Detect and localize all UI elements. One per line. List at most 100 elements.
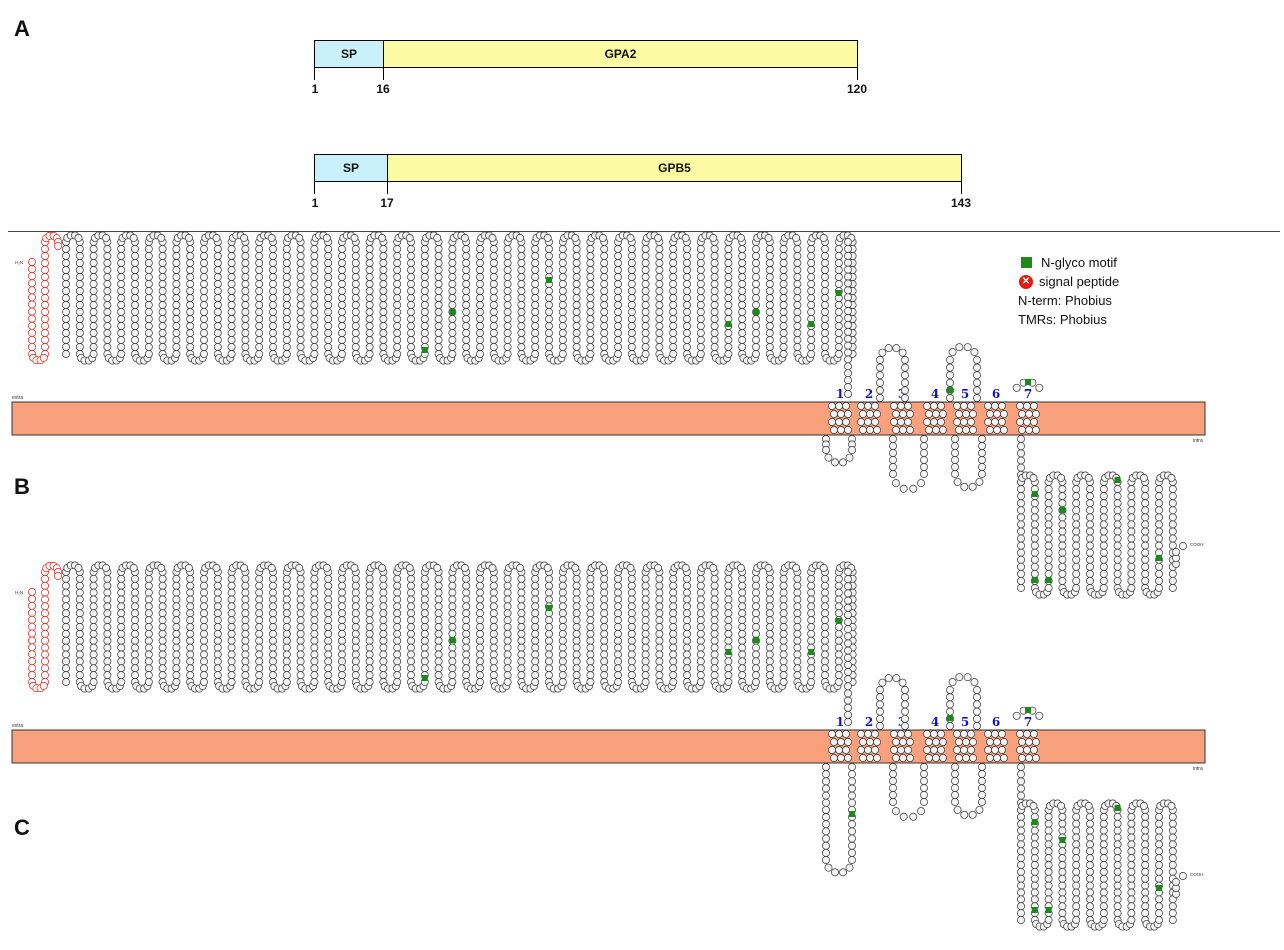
residue-bead bbox=[41, 329, 49, 337]
residue-bead bbox=[158, 336, 167, 344]
residue-bead bbox=[338, 609, 346, 618]
residue-bead bbox=[1155, 527, 1163, 536]
residue-bead bbox=[822, 848, 830, 857]
residue-bead bbox=[338, 343, 346, 351]
residue-bead bbox=[448, 329, 457, 337]
residue-bead bbox=[89, 245, 98, 253]
residue-bead bbox=[835, 746, 843, 754]
residue-bead bbox=[1086, 826, 1094, 835]
residue-bead bbox=[324, 343, 333, 351]
residue-bead bbox=[946, 363, 954, 372]
residue-bead bbox=[144, 266, 153, 274]
residue-bead bbox=[476, 609, 484, 618]
residue-bead bbox=[324, 643, 333, 652]
residue-bead bbox=[696, 266, 705, 274]
residue-bead bbox=[821, 252, 829, 260]
residue-bead bbox=[1168, 506, 1177, 515]
red-cross-circle-icon: ✕ bbox=[1019, 274, 1033, 289]
residue-bead bbox=[393, 629, 402, 638]
residue-bead bbox=[1072, 861, 1081, 869]
residue-bead bbox=[844, 272, 852, 281]
residue-bead bbox=[378, 233, 387, 242]
residue-bead bbox=[572, 273, 581, 281]
residue-bead bbox=[765, 636, 774, 645]
residue-bead bbox=[696, 329, 705, 337]
residue-bead bbox=[1018, 754, 1026, 762]
residue-bead bbox=[227, 287, 236, 295]
residue-bead bbox=[62, 623, 70, 631]
residue-bead bbox=[765, 252, 774, 260]
residue-bead bbox=[227, 294, 236, 302]
residue-bead bbox=[1172, 548, 1180, 556]
residue-bead bbox=[407, 623, 415, 631]
residue-bead bbox=[296, 657, 305, 666]
residue-bead bbox=[738, 315, 747, 323]
residue-bead bbox=[710, 273, 719, 281]
residue-bead bbox=[62, 602, 70, 611]
residue-bead bbox=[939, 410, 947, 418]
residue-bead bbox=[448, 574, 457, 583]
residue-bead bbox=[158, 301, 167, 309]
residue-bead bbox=[365, 678, 374, 686]
residue-bead bbox=[923, 730, 931, 738]
residue-bead bbox=[779, 301, 788, 309]
residue-bead bbox=[131, 336, 139, 344]
residue-bead bbox=[973, 693, 981, 702]
residue-bead bbox=[269, 301, 277, 309]
nglyco-site-marker bbox=[725, 321, 732, 327]
residue-bead bbox=[200, 574, 208, 583]
residue-bead bbox=[1086, 812, 1094, 821]
residue-bead bbox=[41, 595, 49, 604]
residue-bead bbox=[255, 629, 264, 638]
residue-bead bbox=[365, 252, 374, 260]
residue-bead bbox=[1017, 534, 1025, 543]
residue-bead bbox=[462, 308, 471, 316]
residue-bead bbox=[144, 602, 153, 611]
residue-bead bbox=[779, 294, 788, 302]
residue-bead bbox=[586, 252, 595, 260]
residue-bead bbox=[1155, 520, 1163, 529]
residue-bead bbox=[531, 629, 540, 638]
residue-bead bbox=[953, 418, 961, 426]
residue-bead bbox=[830, 426, 838, 434]
residue-bead bbox=[89, 322, 98, 330]
residue-bead bbox=[614, 315, 622, 323]
residue-bead bbox=[920, 784, 928, 792]
residue-bead bbox=[172, 588, 181, 597]
residue-bead bbox=[738, 657, 747, 666]
residue-bead bbox=[296, 595, 305, 604]
residue-bead bbox=[476, 616, 484, 625]
residue-bead bbox=[876, 356, 884, 364]
residue-bead bbox=[310, 609, 319, 618]
residue-bead bbox=[873, 738, 881, 746]
residue-bead bbox=[241, 623, 250, 631]
residue-bead bbox=[857, 730, 865, 738]
residue-bead bbox=[842, 402, 850, 410]
residue-bead bbox=[200, 609, 208, 618]
residue-bead bbox=[144, 329, 153, 337]
residue-bead bbox=[434, 657, 443, 666]
residue-bead bbox=[1044, 854, 1053, 863]
residue-bead bbox=[41, 315, 49, 323]
residue-bead bbox=[844, 348, 852, 357]
residue-bead bbox=[227, 266, 236, 274]
residue-bead bbox=[545, 301, 553, 309]
nglyco-site-marker bbox=[1114, 477, 1121, 483]
residue-bead bbox=[1086, 895, 1094, 904]
residue-bead bbox=[890, 746, 898, 754]
residue-bead bbox=[227, 336, 236, 344]
residue-bead bbox=[572, 294, 581, 302]
residue-bead bbox=[517, 574, 526, 583]
residue-bead bbox=[324, 650, 333, 659]
residue-bead bbox=[807, 671, 816, 680]
residue-bead bbox=[158, 657, 167, 666]
residue-bead bbox=[1113, 541, 1122, 550]
residue-bead bbox=[462, 616, 471, 625]
residue-bead bbox=[669, 301, 678, 309]
residue-bead bbox=[1072, 902, 1081, 911]
residue-bead bbox=[1086, 548, 1094, 557]
residue-bead bbox=[828, 418, 836, 426]
residue-bead bbox=[683, 273, 691, 281]
residue-bead bbox=[282, 588, 291, 597]
residue-bead bbox=[448, 609, 457, 618]
